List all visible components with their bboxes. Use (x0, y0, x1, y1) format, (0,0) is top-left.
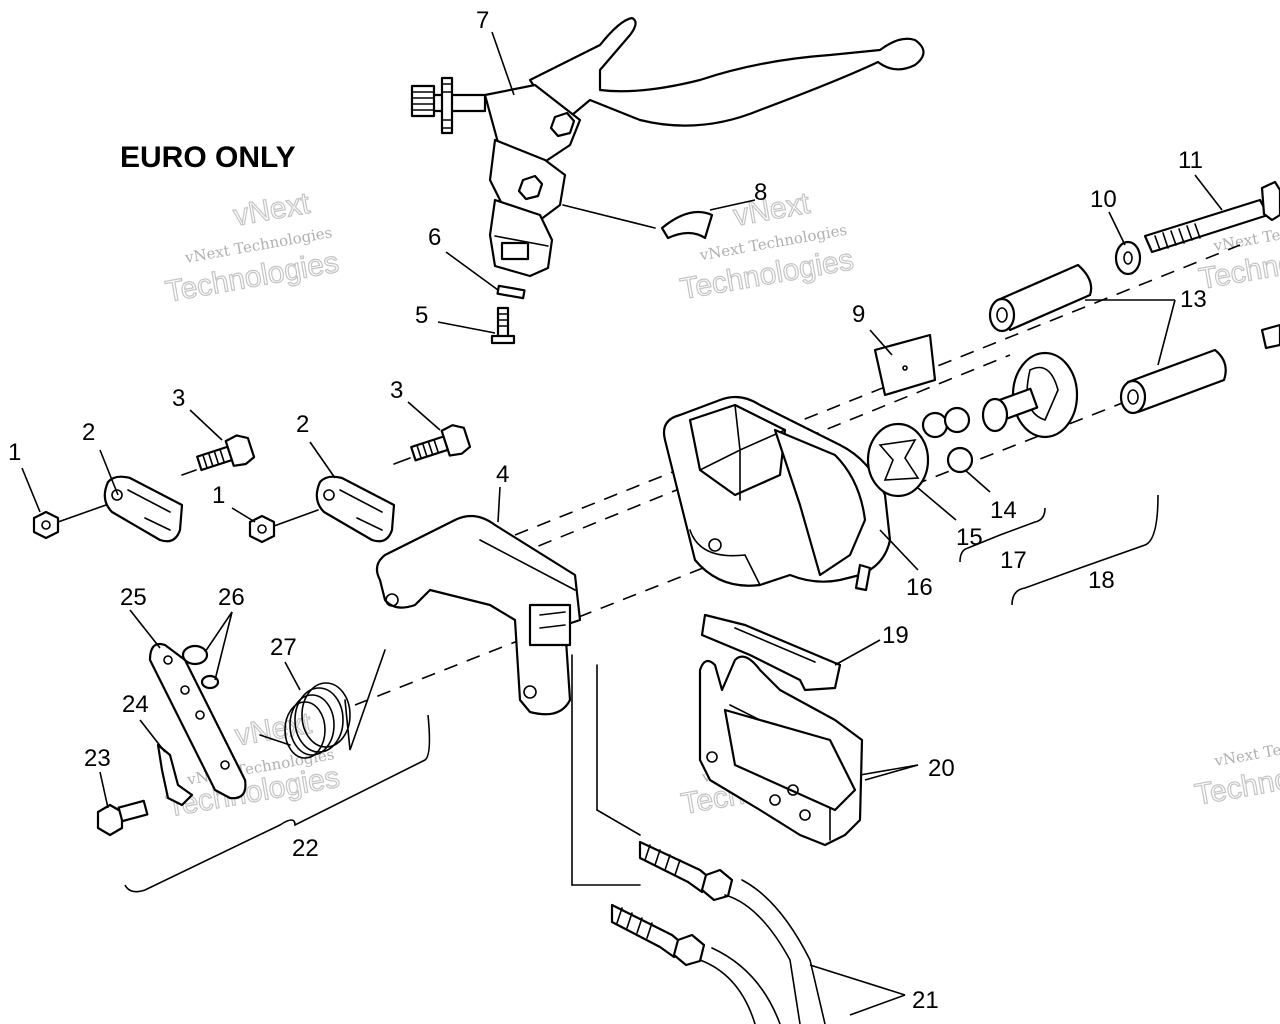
pin-part-24 (156, 743, 194, 807)
washer-part-6 (496, 284, 526, 300)
callout-3: 3 (172, 385, 185, 412)
callout-8: 8 (754, 179, 767, 206)
callout-11: 11 (1178, 147, 1203, 174)
cable-part-21 (610, 840, 826, 1024)
bolt-part-11 (1143, 180, 1280, 254)
watermark-small: vNext Technologies (1212, 726, 1280, 770)
diagram-title: EURO ONLY (120, 141, 296, 174)
callout-24: 24 (122, 691, 149, 718)
disc-part-15 (866, 422, 930, 498)
callout-1: 1 (212, 482, 225, 509)
callout-27: 27 (270, 634, 297, 661)
shim-part-19 (700, 613, 842, 692)
pin-stub (1260, 323, 1280, 350)
clevis-group-right (248, 424, 472, 544)
callout-3: 3 (390, 377, 403, 404)
callout-18: 18 (1088, 567, 1115, 594)
callout-25: 25 (120, 584, 147, 611)
spacer-part-26 (181, 644, 220, 690)
callout-2: 2 (82, 419, 95, 446)
callout-17: 17 (1000, 547, 1027, 574)
callout-19: 19 (882, 622, 909, 649)
bracket-part-4 (375, 514, 641, 886)
callout-labels: 1 2 3 1 2 3 4 5 6 7 8 9 10 11 13 14 15 1… (8, 7, 1207, 1014)
callout-1: 1 (8, 439, 21, 466)
callout-23: 23 (84, 745, 111, 772)
sleeve-part-13-upper (988, 263, 1093, 333)
cam-actuator (981, 351, 1079, 439)
watermark-top: vNext (731, 187, 813, 233)
leader-lines (21, 31, 1223, 1016)
brake-pad-part-20 (698, 655, 864, 847)
screw-part-5 (490, 306, 516, 345)
callout-15: 15 (956, 524, 983, 551)
callout-9: 9 (852, 301, 865, 328)
callout-7: 7 (476, 7, 489, 34)
callout-13: 13 (1180, 286, 1207, 313)
callout-5: 5 (415, 302, 428, 329)
callout-6: 6 (428, 224, 441, 251)
watermark-top: vNext (231, 187, 313, 233)
callout-10: 10 (1090, 186, 1117, 213)
callout-14: 14 (990, 497, 1017, 524)
callout-21: 21 (912, 987, 939, 1014)
brake-lever-assembly (410, 16, 925, 278)
callout-26: 26 (218, 584, 245, 611)
linkage-part-25 (148, 642, 247, 800)
spring-part-27 (259, 649, 386, 759)
caliper-part-16 (662, 395, 892, 592)
balls-part-14 (921, 406, 974, 474)
boot-part-8 (660, 210, 714, 240)
callout-16: 16 (906, 574, 933, 601)
callout-22: 22 (292, 835, 319, 862)
sleeve-part-13-lower (1119, 348, 1227, 415)
callout-2: 2 (296, 411, 309, 438)
callout-20: 20 (928, 755, 955, 782)
callout-4: 4 (496, 461, 509, 488)
bolt-part-23 (96, 799, 149, 837)
washer-part-10 (1114, 240, 1142, 276)
clevis-group-left (32, 434, 256, 543)
clip-part-9 (873, 333, 937, 397)
